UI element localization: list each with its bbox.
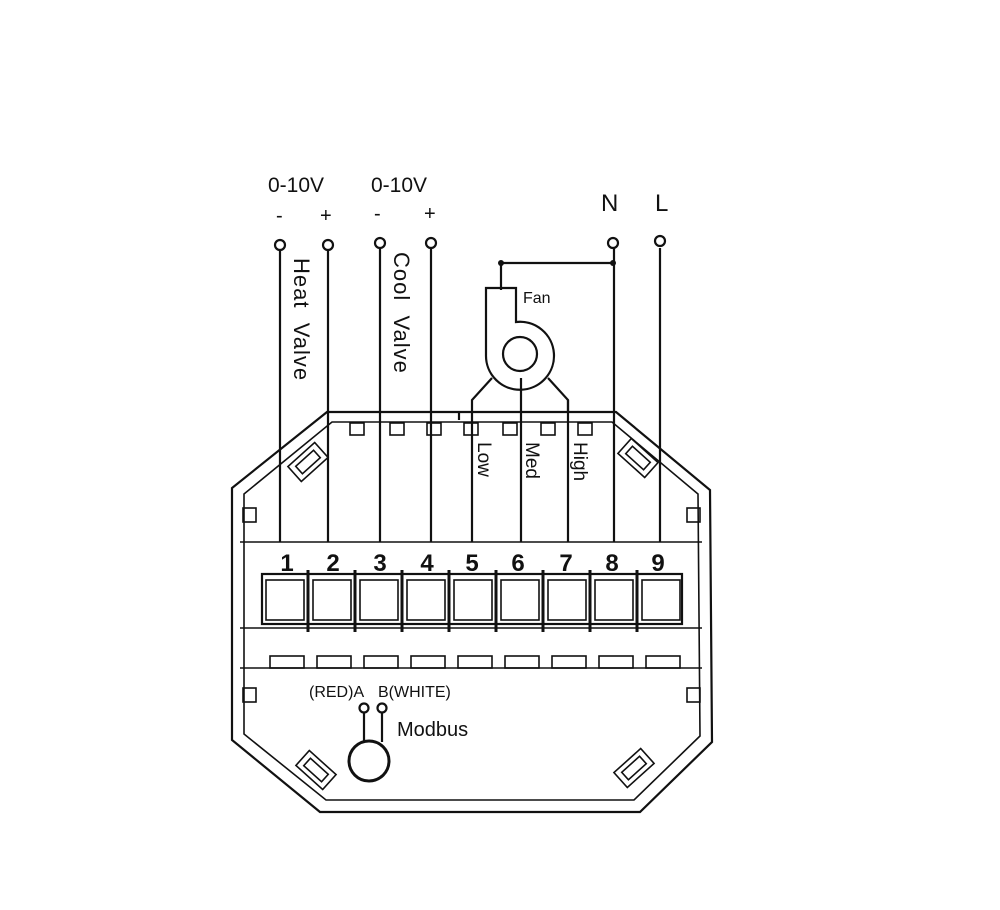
cool-plus-label: +	[424, 203, 436, 225]
terminal-number: 2	[326, 550, 339, 577]
terminal-number: 3	[373, 550, 386, 577]
cool-range-label: 0-10V	[371, 174, 427, 197]
fan-high-label: High	[569, 442, 590, 481]
fan-med-label: Med	[521, 442, 542, 479]
terminal-numbers: 1 2 3 4 5 6 7 8 9	[280, 550, 664, 577]
terminal-block	[260, 570, 684, 669]
heat-range-label: 0-10V	[268, 174, 324, 197]
heat-minus-label: -	[276, 205, 283, 227]
modbus-b-label: B(WHITE)	[378, 684, 451, 701]
modbus-connector	[347, 702, 391, 783]
live-label: L	[655, 190, 668, 217]
fan-low-label: Low	[473, 442, 494, 477]
terminal-number: 9	[651, 550, 664, 577]
terminal-number: 7	[559, 550, 572, 577]
neutral-label: N	[601, 190, 618, 217]
heat-valve-label: Heat Valve	[289, 258, 314, 381]
fan-label: Fan	[523, 290, 551, 307]
modbus-a-label: (RED)A	[309, 684, 364, 701]
terminal-number: 1	[280, 550, 293, 577]
terminal-number: 5	[465, 550, 478, 577]
terminal-number: 6	[511, 550, 524, 577]
terminal-number: 4	[420, 550, 434, 577]
cool-minus-label: -	[374, 203, 381, 225]
wire-end-terminals	[273, 234, 667, 252]
cool-valve-label: Cool Valve	[389, 252, 414, 374]
heat-plus-label: +	[320, 205, 332, 227]
modbus-label: Modbus	[397, 719, 468, 741]
wires	[278, 248, 662, 542]
fan-motor-icon	[457, 260, 616, 420]
terminal-number: 8	[605, 550, 618, 577]
